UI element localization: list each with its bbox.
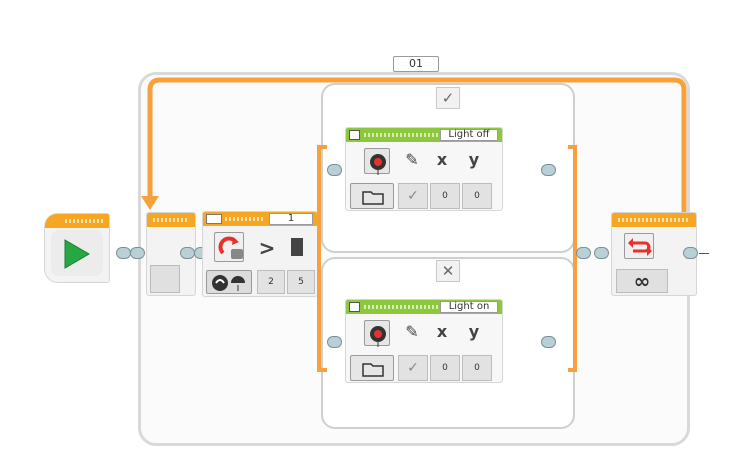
loop-end-mode[interactable]: ∞ [616, 269, 668, 293]
switch-output-plug [576, 247, 591, 259]
file-folder-icon[interactable] [350, 183, 394, 209]
clear-screen-param[interactable]: ✓ [398, 355, 428, 381]
display-block-header: Light on [346, 300, 502, 314]
clear-screen-param[interactable]: ✓ [398, 183, 428, 209]
loop-name-label[interactable]: 01 [393, 56, 439, 72]
display-block-title: Light on [440, 301, 498, 313]
display-block-light-off[interactable]: Light off ✎ x y ✓ 0 0 [345, 127, 503, 211]
display-mode-icon[interactable] [364, 148, 390, 175]
y-label: y [468, 150, 480, 169]
color-sensor-icon[interactable] [214, 232, 244, 262]
clear-screen-icon[interactable]: ✎ [405, 150, 419, 169]
x-value[interactable]: 0 [430, 183, 460, 209]
threshold-value[interactable]: 2 [257, 270, 285, 294]
loop-end-input-plug [594, 247, 609, 259]
switch-header-value: 1 [269, 213, 313, 225]
loop-start-tab [150, 265, 180, 293]
start-header [45, 214, 109, 228]
x-value[interactable]: 0 [430, 355, 460, 381]
switch-mode-icon [206, 214, 222, 224]
display-block-header: Light off [346, 128, 502, 142]
switch-case-true-tab[interactable]: ✓ [436, 87, 460, 109]
y-value[interactable]: 0 [462, 355, 492, 381]
loop-entry-plug [130, 247, 145, 259]
loop-output-wire [699, 253, 709, 254]
y-label: y [468, 322, 480, 341]
threshold-icon [291, 238, 303, 256]
loop-start-header [147, 213, 195, 227]
true-case-input-plug [327, 164, 342, 176]
display-mode-icon[interactable] [364, 320, 390, 347]
display-block-title: Light off [440, 129, 498, 141]
y-value[interactable]: 0 [462, 183, 492, 209]
loop-end-header [612, 213, 696, 227]
file-folder-icon[interactable] [350, 355, 394, 381]
loop-mode-icon[interactable] [624, 233, 654, 259]
start-block[interactable] [44, 213, 110, 283]
x-label: x [436, 322, 448, 341]
start-play-icon [64, 239, 90, 269]
switch-header: 1 [203, 212, 317, 226]
switch-condition-block[interactable]: 1 > 2 5 [202, 211, 318, 297]
display-icon [349, 302, 360, 312]
clear-screen-icon[interactable]: ✎ [405, 322, 419, 341]
sensor-mode-icon[interactable] [206, 270, 252, 294]
x-label: x [436, 150, 448, 169]
switch-case-false-tab[interactable]: ✕ [436, 260, 460, 282]
true-case-output-plug [541, 164, 556, 176]
compare-symbol[interactable]: > [258, 236, 276, 260]
display-block-light-on[interactable]: Light on ✎ x y ✓ 0 0 [345, 299, 503, 383]
port-value[interactable]: 5 [287, 270, 315, 294]
loop-end-block[interactable]: ∞ [611, 212, 697, 296]
display-icon [349, 130, 360, 140]
loop-output-plug-end [683, 247, 698, 259]
false-case-output-plug [541, 336, 556, 348]
false-case-input-plug [327, 336, 342, 348]
